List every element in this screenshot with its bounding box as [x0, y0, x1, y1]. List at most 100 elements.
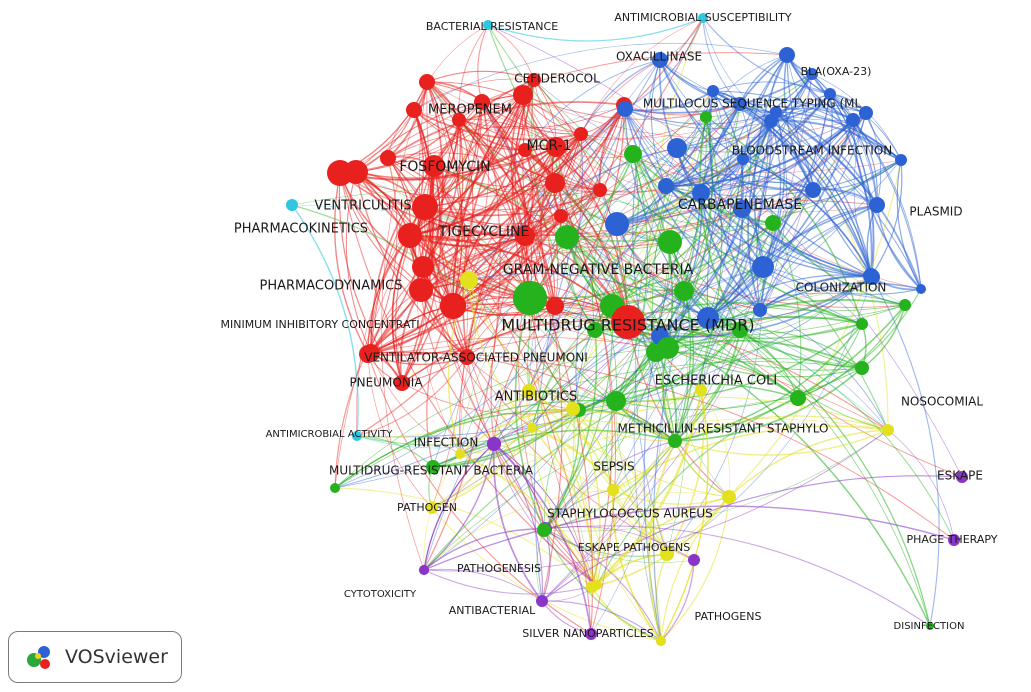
node-label-cefi[interactable]: CEFIDEROCOL: [514, 72, 600, 86]
node-pathogenesis[interactable]: [586, 581, 598, 593]
node-mero[interactable]: [513, 85, 533, 105]
network-node[interactable]: [423, 155, 445, 177]
node-ecoli[interactable]: [657, 337, 679, 359]
network-node[interactable]: [546, 297, 564, 315]
network-node[interactable]: [856, 318, 868, 330]
network-node[interactable]: [459, 349, 475, 365]
network-node[interactable]: [587, 322, 603, 338]
network-node[interactable]: [700, 111, 712, 123]
network-node[interactable]: [593, 183, 607, 197]
node-mcr[interactable]: [546, 137, 566, 157]
node-eskape[interactable]: [956, 471, 968, 483]
node-abx[interactable]: [606, 391, 626, 411]
node-cyto[interactable]: [419, 565, 429, 575]
node-colon[interactable]: [863, 268, 879, 284]
node-label-bsi[interactable]: BLOODSTREAM INFECTION: [732, 144, 893, 158]
node-blaoxa[interactable]: [779, 47, 795, 63]
node-label-antiact[interactable]: ANTIMICROBIAL ACTIVITY: [266, 429, 394, 440]
node-ventric[interactable]: [412, 194, 438, 220]
node-eskpath[interactable]: [660, 547, 674, 561]
node-label-gnb[interactable]: GRAM-NEGATIVE BACTERIA: [503, 262, 694, 278]
node-label-staph[interactable]: STAPHYLOCOCCUS AUREUS: [547, 507, 713, 521]
network-node[interactable]: [574, 127, 588, 141]
node-cefi[interactable]: [527, 73, 541, 87]
node-label-pathogenesis[interactable]: PATHOGENESIS: [457, 562, 541, 575]
network-node[interactable]: [859, 106, 873, 120]
node-carba[interactable]: [605, 212, 629, 236]
network-node[interactable]: [545, 173, 565, 193]
node-bsi[interactable]: [667, 138, 687, 158]
node-pneu[interactable]: [394, 375, 410, 391]
network-node[interactable]: [460, 271, 478, 289]
node-gnb[interactable]: [513, 281, 547, 315]
node-pathogen[interactable]: [426, 502, 438, 514]
node-mdrb[interactable]: [426, 460, 440, 474]
network-node[interactable]: [752, 256, 774, 278]
node-pk[interactable]: [398, 224, 422, 248]
node-label-vap[interactable]: VENTILATOR-ASSOCIATED PNEUMONI: [364, 351, 588, 365]
node-label-infection[interactable]: INFECTION: [414, 436, 479, 450]
network-node[interactable]: [527, 423, 537, 433]
network-node[interactable]: [674, 281, 694, 301]
node-label-eskape[interactable]: ESKAPE: [937, 469, 983, 483]
node-fosfo[interactable]: [327, 160, 353, 186]
node-label-ecoli[interactable]: ESCHERICHIA COLI: [655, 374, 778, 389]
network-node[interactable]: [692, 184, 710, 202]
network-node[interactable]: [330, 483, 340, 493]
node-label-oxa[interactable]: OXACILLINASE: [616, 50, 702, 64]
network-node[interactable]: [899, 299, 911, 311]
network-node[interactable]: [412, 256, 434, 278]
node-label-sepsis[interactable]: SEPSIS: [593, 460, 634, 474]
network-node[interactable]: [380, 150, 396, 166]
node-label-pneu[interactable]: PNEUMONIA: [349, 376, 423, 390]
network-node[interactable]: [737, 153, 749, 165]
node-mrsa[interactable]: [668, 434, 682, 448]
node-label-disinf[interactable]: DISINFECTION: [894, 621, 965, 632]
network-node[interactable]: [824, 88, 836, 100]
node-label-nosoc[interactable]: NOSOCOMIAL: [901, 395, 983, 409]
node-label-mcr[interactable]: MCR-1: [527, 138, 572, 154]
network-node[interactable]: [695, 384, 707, 396]
network-node[interactable]: [790, 390, 806, 406]
node-label-silver[interactable]: SILVER NANOPARTICLES: [522, 627, 653, 640]
network-node[interactable]: [916, 284, 926, 294]
node-infection[interactable]: [487, 437, 501, 451]
network-node[interactable]: [895, 154, 907, 166]
node-label-pathogens[interactable]: PATHOGENS: [695, 610, 762, 623]
node-sepsis[interactable]: [607, 484, 619, 496]
network-node[interactable]: [522, 384, 536, 398]
node-label-cyto[interactable]: CYTOTOXICITY: [344, 589, 417, 600]
node-nosoc[interactable]: [882, 424, 894, 436]
network-node[interactable]: [753, 303, 767, 317]
network-node[interactable]: [554, 209, 568, 223]
network-node[interactable]: [419, 74, 435, 90]
node-antibac[interactable]: [536, 595, 548, 607]
network-node[interactable]: [697, 307, 719, 329]
node-staph[interactable]: [537, 523, 551, 537]
network-node[interactable]: [474, 94, 490, 110]
network-node[interactable]: [566, 402, 580, 416]
network-node[interactable]: [452, 113, 466, 127]
node-label-pathogen[interactable]: PATHOGEN: [397, 501, 457, 514]
node-label-mlst[interactable]: MULTILOCUS SEQUENCE TYPING (ML: [643, 97, 862, 111]
node-disinf[interactable]: [926, 622, 934, 630]
node-label-plasmid[interactable]: PLASMID: [909, 205, 962, 219]
network-node[interactable]: [624, 145, 642, 163]
node-mdr[interactable]: [611, 305, 645, 339]
network-node[interactable]: [406, 102, 422, 118]
node-antiact[interactable]: [352, 431, 362, 441]
network-node[interactable]: [765, 215, 781, 231]
network-node[interactable]: [688, 554, 700, 566]
network-node[interactable]: [806, 68, 818, 80]
node-label-phage[interactable]: PHAGE THERAPY: [907, 533, 998, 546]
node-label-mic[interactable]: MINIMUM INHIBITORY CONCENTRATI: [220, 318, 419, 331]
network-node[interactable]: [722, 490, 736, 504]
node-label-mrsa[interactable]: METHICILLIN-RESISTANT STAPHYLO: [618, 422, 829, 436]
network-node[interactable]: [733, 97, 747, 111]
node-label-antisus[interactable]: ANTIMICROBIAL SUSCEPTIBILITY: [614, 11, 792, 24]
network-node[interactable]: [733, 200, 751, 218]
node-label-mdr[interactable]: MULTIDRUG RESISTANCE (MDR): [501, 316, 754, 335]
network-node[interactable]: [846, 113, 860, 127]
node-label-mero[interactable]: MEROPENEM: [428, 103, 512, 118]
node-pathogens[interactable]: [656, 636, 666, 646]
